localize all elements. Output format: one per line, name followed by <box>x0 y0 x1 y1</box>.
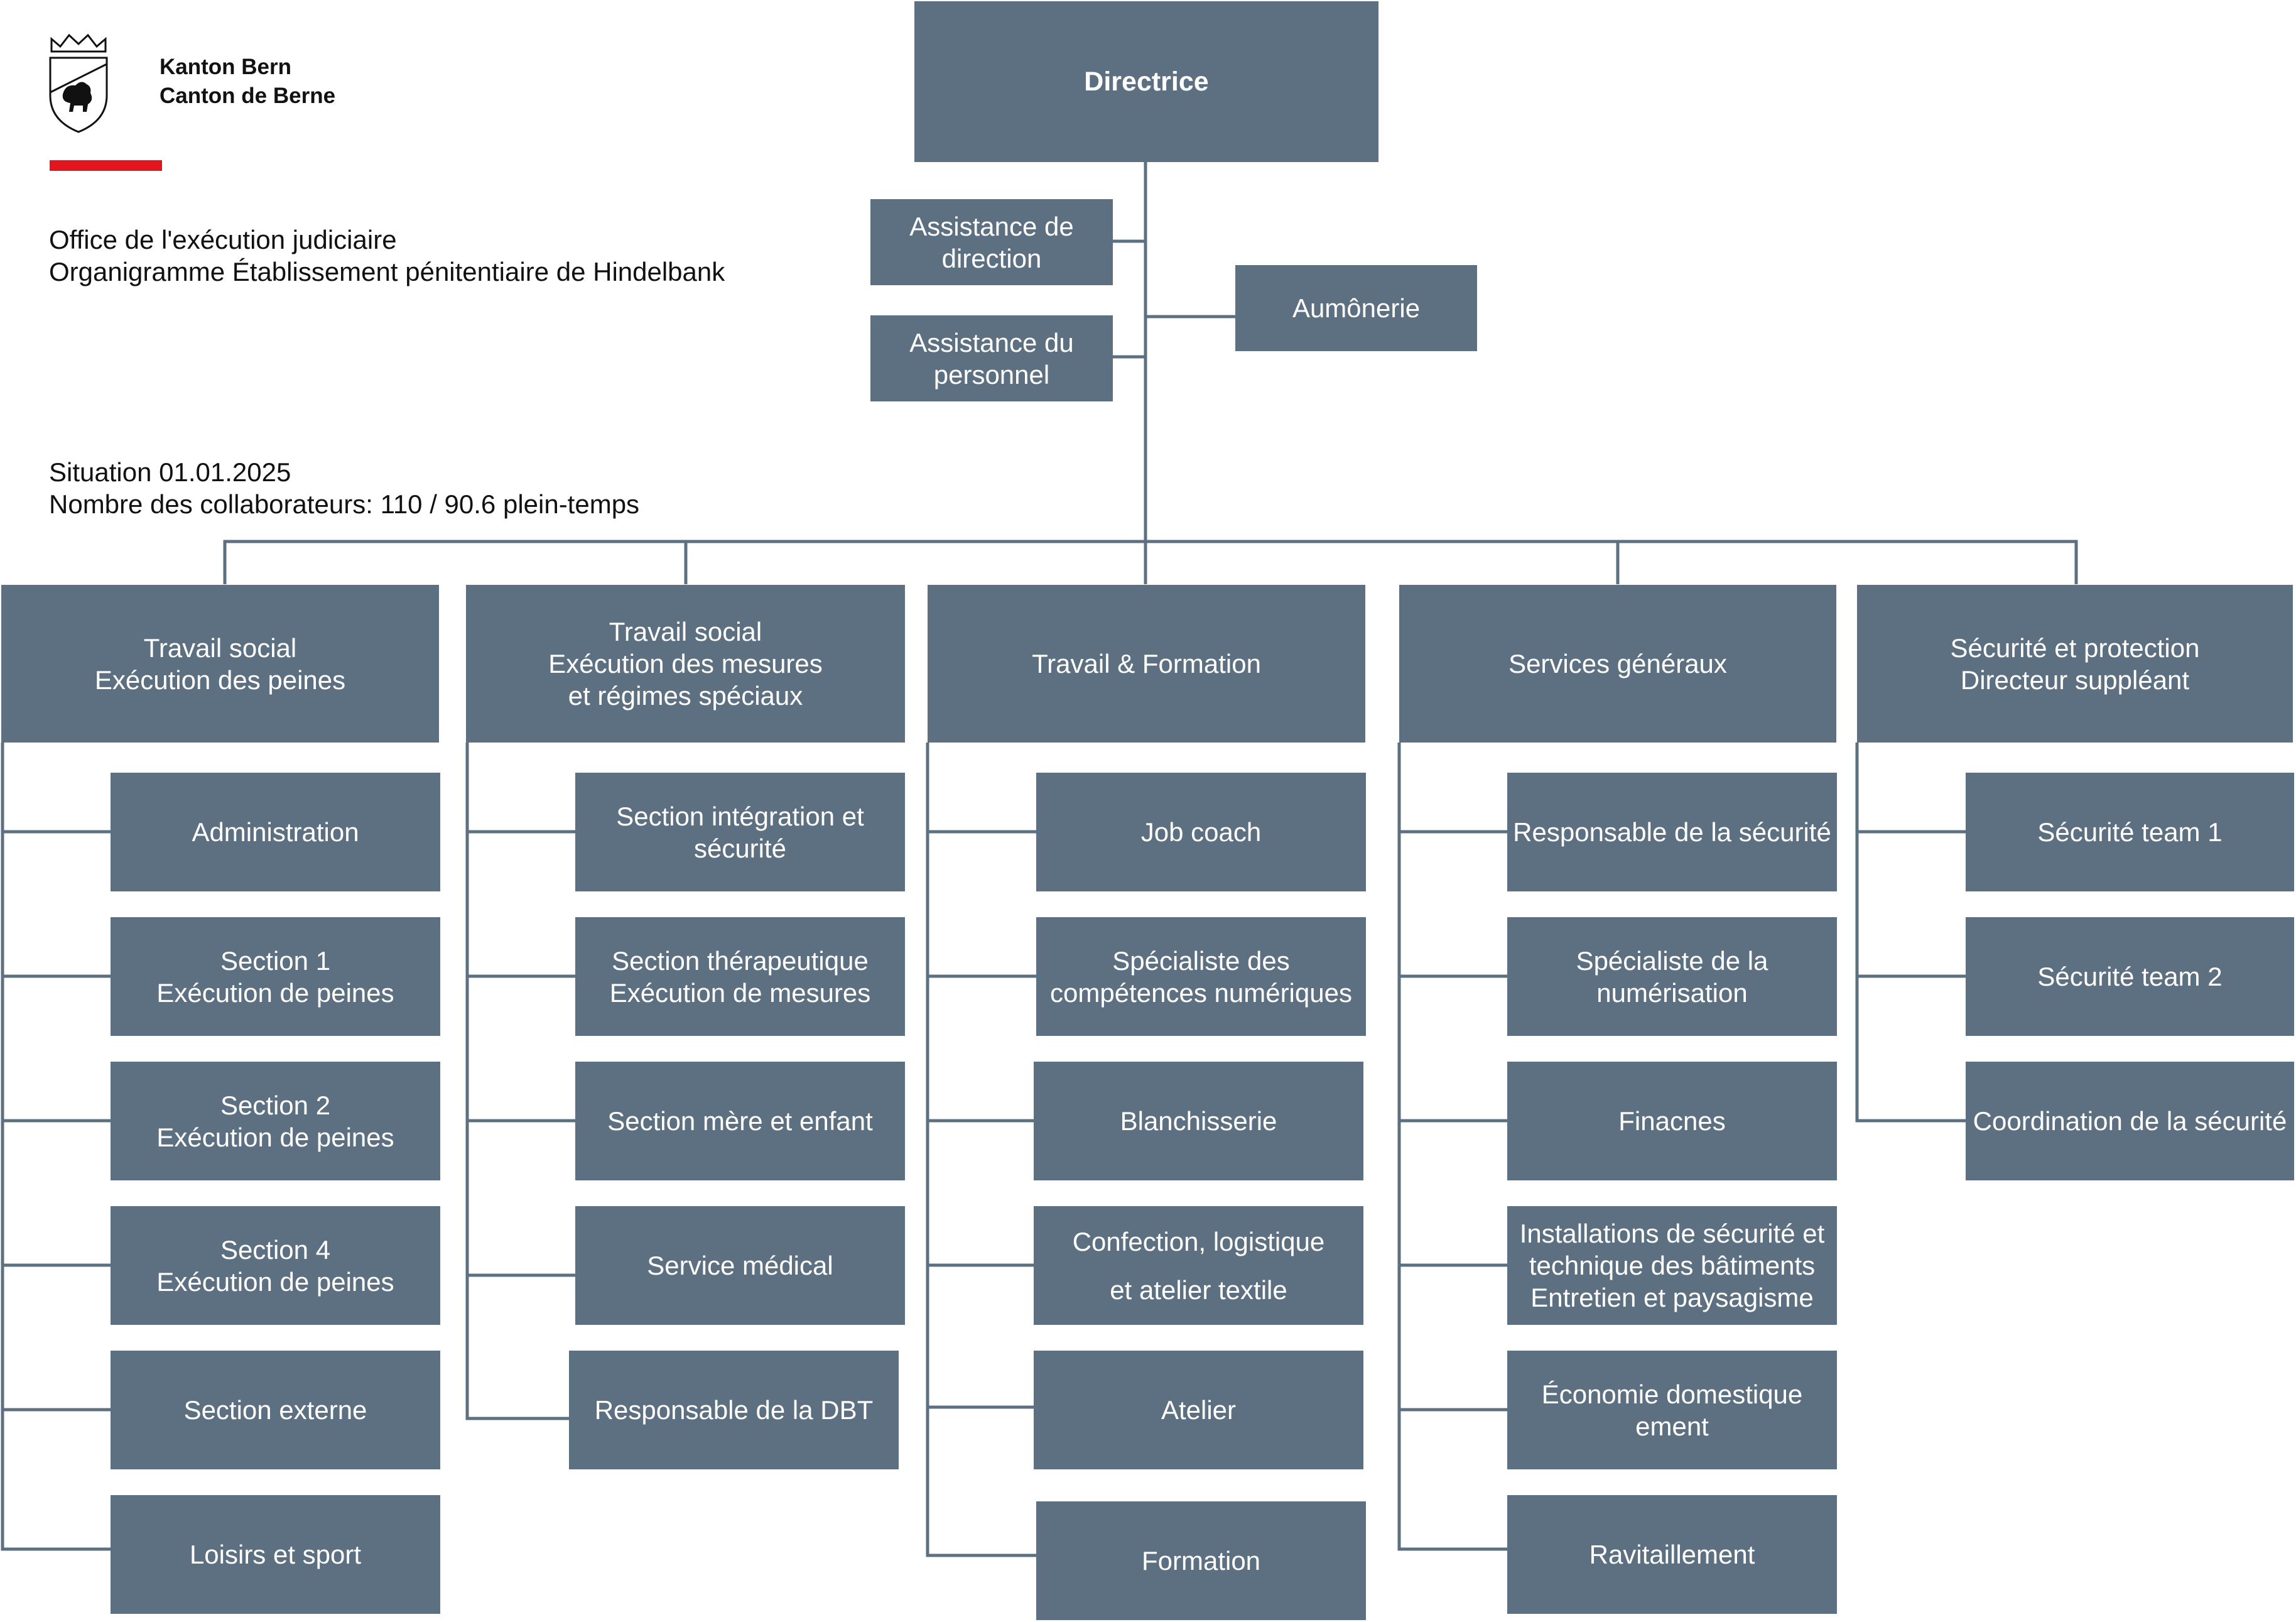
unit-box: Coordination de la sécurité <box>1966 1062 2294 1180</box>
unit-box: Service médical <box>575 1206 905 1325</box>
division-box-travail-social-mesures: Travail social Exécution des mesures et … <box>466 585 905 743</box>
unit-box: Confection, logistique et atelier textil… <box>1034 1206 1363 1325</box>
unit-box: Économie domestique ement <box>1507 1351 1837 1469</box>
unit-box: Atelier <box>1034 1351 1363 1469</box>
unit-box: Section 4 Exécution de peines <box>111 1206 440 1325</box>
bern-coat-of-arms-icon <box>49 33 108 133</box>
division-box-services-generaux: Services généraux <box>1399 585 1836 743</box>
unit-box: Section externe <box>111 1351 440 1469</box>
staff-box-aumonerie: Aumônerie <box>1235 265 1477 351</box>
unit-box: Spécialiste de la numérisation <box>1507 917 1837 1036</box>
division-box-travail-formation: Travail & Formation <box>928 585 1365 743</box>
unit-box: Sécurité team 2 <box>1966 917 2294 1036</box>
unit-box: Job coach <box>1036 773 1366 891</box>
unit-box: Installations de sécurité et technique d… <box>1507 1206 1837 1325</box>
document-subtitle: Office de l'exécution judiciaire Organig… <box>49 225 725 286</box>
brand-name: Kanton Bern Canton de Berne <box>160 55 336 108</box>
unit-box: Section mère et enfant <box>575 1062 905 1180</box>
unit-box: Loisirs et sport <box>111 1495 440 1614</box>
staff-box-assistance-direction: Assistance de direction <box>870 199 1113 285</box>
unit-box: Blanchisserie <box>1034 1062 1363 1180</box>
division-box-travail-social-peines: Travail social Exécution des peines <box>1 585 439 743</box>
unit-box: Responsable de la DBT <box>569 1351 899 1469</box>
unit-box: Administration <box>111 773 440 891</box>
unit-box: Section thérapeutique Exécution de mesur… <box>575 917 905 1036</box>
division-box-securite-protection: Sécurité et protection Directeur suppléa… <box>1857 585 2293 743</box>
accent-bar <box>50 160 162 171</box>
unit-box: Section 2 Exécution de peines <box>111 1062 440 1180</box>
unit-box: Section intégration et sécurité <box>575 773 905 891</box>
director-box: Directrice <box>914 1 1378 162</box>
unit-box: Finacnes <box>1507 1062 1837 1180</box>
unit-box: Ravitaillement <box>1507 1495 1837 1614</box>
situation-info: Situation 01.01.2025 Nombre des collabor… <box>49 457 640 519</box>
unit-box: Sécurité team 1 <box>1966 773 2294 891</box>
unit-box: Section 1 Exécution de peines <box>111 917 440 1036</box>
unit-box: Spécialiste des compétences numériques <box>1036 917 1366 1036</box>
staff-box-assistance-personnel: Assistance du personnel <box>870 315 1113 401</box>
unit-box: Formation <box>1036 1501 1366 1620</box>
unit-box: Responsable de la sécurité <box>1507 773 1837 891</box>
